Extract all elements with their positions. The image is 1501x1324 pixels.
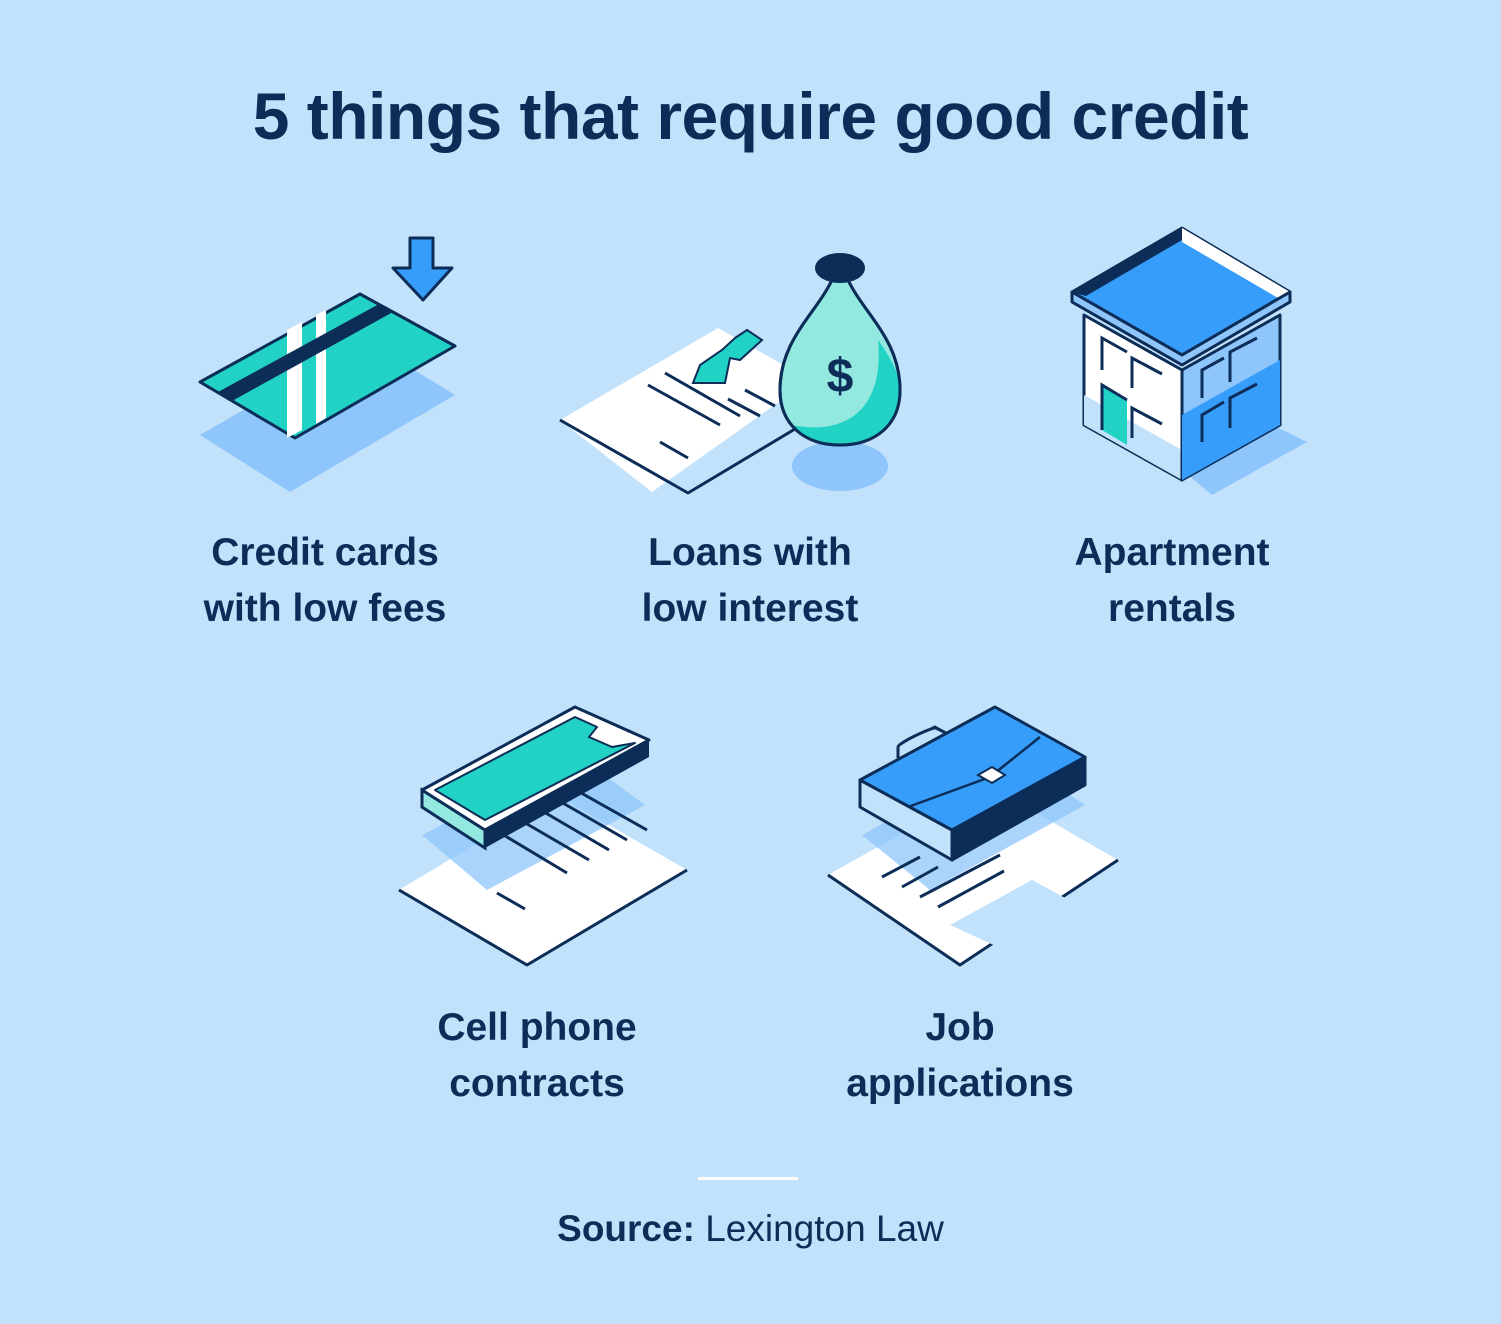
- cell-phone-contract-icon: [398, 705, 688, 967]
- item-label-line1: Apartment: [1074, 531, 1270, 574]
- apartment-building-icon: [1070, 226, 1307, 495]
- briefcase-application-icon: [827, 705, 1119, 967]
- item-label-line2: with low fees: [203, 587, 447, 630]
- source-credit: Source: Lexington Law: [0, 1208, 1501, 1250]
- item-job-applications: Job applications: [750, 695, 1170, 1115]
- item-credit-cards: Credit cards with low fees: [115, 220, 535, 640]
- item-label-line2: rentals: [1108, 587, 1236, 630]
- page-title: 5 things that require good credit: [252, 79, 1249, 153]
- item-label-line1: Loans with: [648, 531, 852, 574]
- item-apartment-rentals: Apartment rentals: [962, 220, 1382, 640]
- item-label-line2: contracts: [449, 1062, 625, 1105]
- credit-card-icon: [198, 236, 457, 492]
- item-label-line1: Cell phone: [437, 1006, 637, 1049]
- item-label-line2: low interest: [641, 587, 859, 630]
- source-value: Lexington Law: [705, 1208, 944, 1249]
- item-label-line2: applications: [846, 1062, 1074, 1105]
- item-cell-phone-contracts: Cell phone contracts: [327, 695, 747, 1115]
- item-label-line1: Job: [925, 1006, 995, 1049]
- svg-text:$: $: [827, 350, 854, 403]
- divider: [698, 1177, 798, 1180]
- item-loans: $ Loans with low interest: [540, 220, 960, 640]
- money-bag-loan-icon: $: [559, 253, 902, 495]
- item-label-line1: Credit cards: [211, 531, 439, 574]
- source-label: Source:: [557, 1208, 695, 1249]
